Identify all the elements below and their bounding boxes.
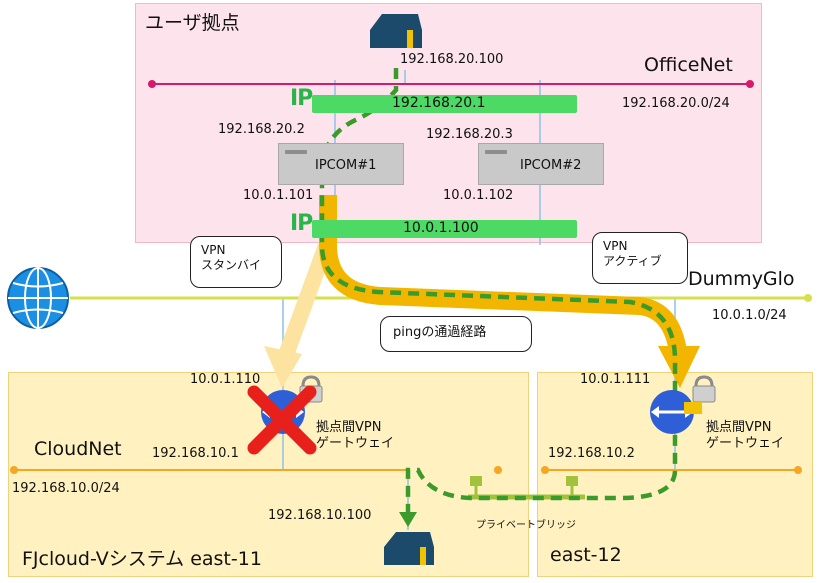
gw11-label-line2: ゲートウェイ [316,436,395,451]
globe-icon [7,267,69,329]
gw12-label-line1: 拠点間VPN [706,420,772,435]
cloudnet-endpoint-right [794,466,802,474]
private-bridge-label: プライベートブリッジ [476,520,576,531]
officenet-name: OfficeNet [644,54,733,76]
officenet-endpoint-left [148,80,156,88]
bridge-connector-left [470,476,482,486]
office-host-ip: 192.168.20.100 [400,52,504,67]
gw12-ip-cloud: 192.168.10.2 [548,446,635,461]
cloudnet-name: CloudNet [34,438,122,460]
vpn-active-arrowhead [658,346,700,388]
ping-path [319,68,678,512]
gw11-label-line1: 拠点間VPN [316,420,382,435]
gw12-label: 拠点間VPN ゲートウェイ [706,420,784,452]
bridge-connector-right [566,476,578,486]
vpn-standby-line2: スタンバイ [201,258,262,272]
officenet-endpoint-right [746,80,754,88]
ip-segment-upper-label: 192.168.20.1 [392,95,486,111]
gw11-ip-cloud: 192.168.10.1 [152,446,239,461]
ipcom1-slot [285,150,307,154]
ipcom2-label: IPCOM#2 [520,158,582,173]
ping-path-callout: pingの通過経路 [380,316,532,352]
gw12-ip-dummy: 10.0.1.111 [580,372,651,387]
user-site-title: ユーザ拠点 [145,12,240,34]
cloudnet-endpoint-east11 [494,466,502,474]
dummyglo-endpoint [804,294,812,302]
ip-tag-lower: IP [290,211,313,236]
ipcom1-ip-dummy: 10.0.1.101 [243,188,314,203]
failure-x-icon [247,385,317,455]
cloudnet-endpoint-east12 [541,466,549,474]
gw11-ip-dummy: 10.0.1.110 [190,372,261,387]
ping-path-arrowhead [399,512,417,527]
ip-tag-upper: IP [290,86,313,111]
ipcom2-slot [485,150,507,154]
ipcom2-ip-office: 192.168.20.3 [426,127,513,142]
vpn-active-callout: VPN アクティブ [592,232,688,284]
vpn-active-line2: アクティブ [603,254,662,268]
ip-segment-lower-label: 10.0.1.100 [403,220,479,236]
cloud-server-icon [384,532,434,565]
east11-title: FJcloud-Vシステム east-11 [22,548,262,570]
vpn-standby-callout: VPN スタンバイ [190,236,282,288]
gw12-label-line2: ゲートウェイ [706,436,785,451]
ipcom1-box [278,143,404,185]
vpn-active-line1: VPN [603,239,628,253]
lock-icon-east12 [684,375,716,414]
gw11-label: 拠点間VPN ゲートウェイ [316,420,394,452]
ipcom2-box [478,143,604,185]
dummyglo-cidr: 10.0.1.0/24 [712,308,787,323]
east12-title: east-12 [550,544,622,566]
cloud-server-ip: 192.168.10.100 [268,508,372,523]
officenet-cidr: 192.168.20.0/24 [622,96,730,111]
vpn-standby-line1: VPN [201,243,226,257]
ipcom1-label: IPCOM#1 [315,158,377,173]
ipcom2-ip-dummy: 10.0.1.102 [443,188,514,203]
ipcom1-ip-office: 192.168.20.2 [218,122,305,137]
gateway-east12-icon [650,390,694,434]
user-site-zone [135,3,762,243]
office-host-icon [370,14,422,48]
dummyglo-name: DummyGlo [688,268,795,290]
cloudnet-endpoint-left [10,466,18,474]
ip-segment-lower [312,220,577,238]
cloudnet-cidr: 192.168.10.0/24 [12,481,120,496]
ip-segment-upper [312,95,577,113]
vpn-standby-arrowhead [264,346,302,388]
